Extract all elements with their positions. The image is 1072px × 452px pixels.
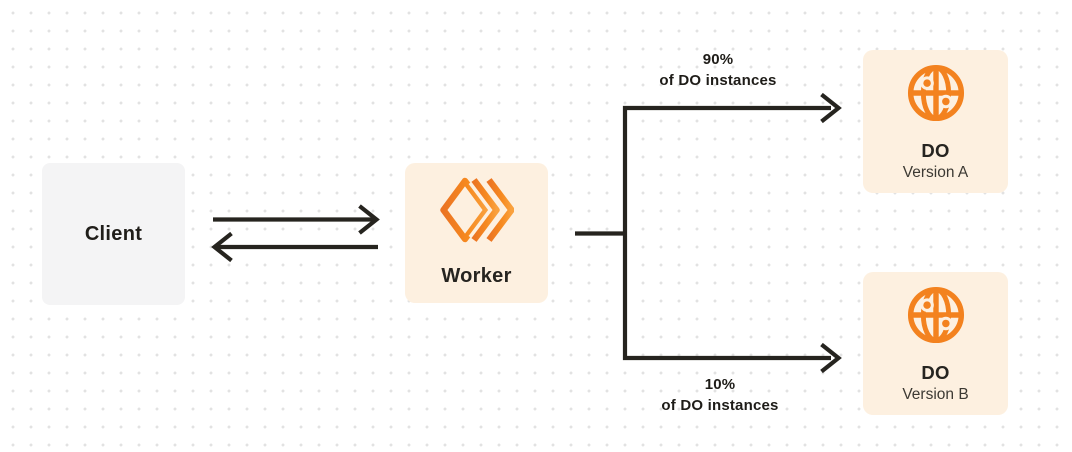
worker-label: Worker [441, 265, 512, 287]
worker-node: Worker [405, 163, 548, 303]
durable-object-globe-icon [906, 63, 966, 128]
response-arrow [211, 231, 378, 263]
do-version-b-subtitle: Version B [902, 386, 969, 403]
split-bottom-caption: of DO instances [661, 396, 779, 414]
do-version-a-node: DO Version A [863, 50, 1008, 193]
split-top-label: 90% of DO instances [618, 50, 818, 91]
split-connector [575, 105, 831, 361]
do-version-a-subtitle: Version A [902, 164, 969, 181]
durable-object-globe-icon [906, 285, 966, 350]
client-label: Client [84, 222, 143, 245]
do-version-a-title: DO [921, 140, 950, 161]
do-version-b-title: DO [921, 362, 950, 383]
do-version-b-node: DO Version B [863, 272, 1008, 415]
split-bottom-percent: 10% [704, 376, 736, 393]
split-top-percent: 90% [702, 51, 734, 68]
client-node: Client [42, 163, 185, 305]
split-arrow-bottom [820, 342, 842, 374]
split-top-caption: of DO instances [659, 71, 777, 89]
split-bottom-label: 10% of DO instances [620, 375, 820, 416]
cloudflare-workers-logo-icon [439, 175, 520, 248]
split-arrow-top [820, 92, 842, 124]
request-arrow [213, 204, 380, 235]
